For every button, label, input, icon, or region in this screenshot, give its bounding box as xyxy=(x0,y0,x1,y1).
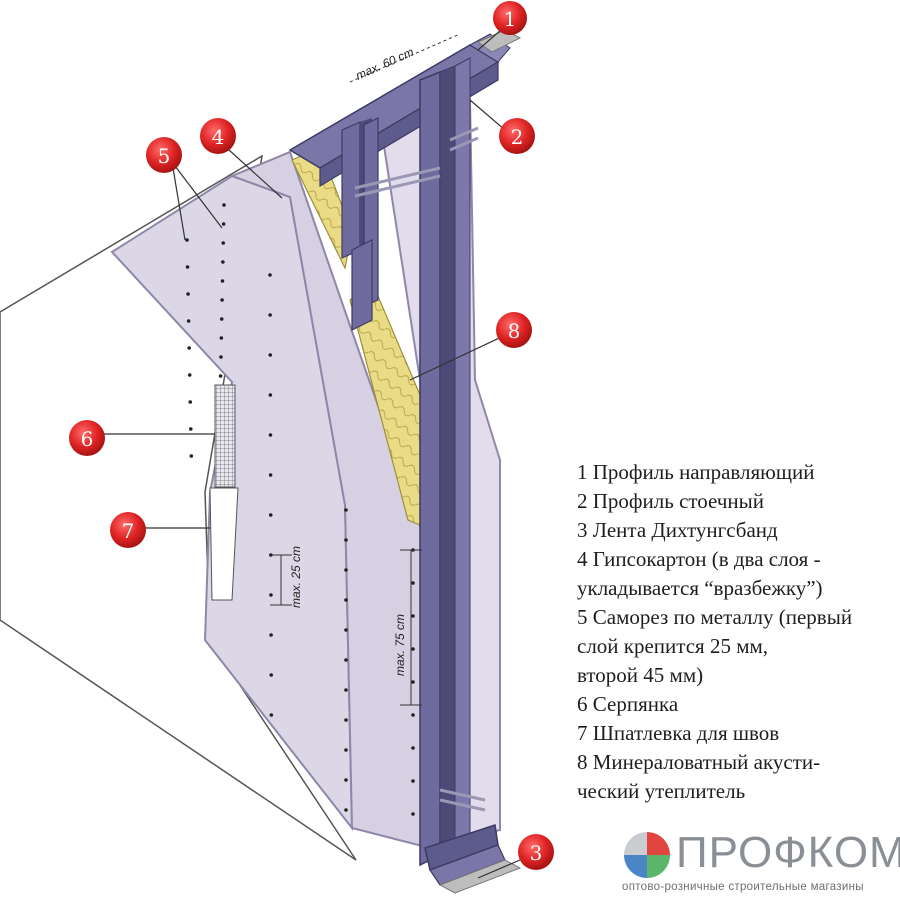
screw-dot xyxy=(344,778,348,782)
screw-dot xyxy=(187,346,191,350)
screw-dot xyxy=(185,265,190,269)
legend-item: 1 Профиль направляющий xyxy=(577,460,815,484)
svg-text:3: 3 xyxy=(530,841,543,865)
screw-dot xyxy=(219,317,224,321)
svg-text:8: 8 xyxy=(508,319,521,343)
screw-dot xyxy=(269,673,274,677)
marker-7: 7 xyxy=(110,512,146,548)
dimension-screw-label: max. 25 cm xyxy=(289,546,303,608)
screw-dot xyxy=(268,273,272,277)
screw-dot xyxy=(221,260,225,264)
legend-item: 6 Серпянка xyxy=(577,692,679,716)
cable-pipes xyxy=(354,126,486,812)
dimension-top-label: max. 60 cm xyxy=(354,45,416,83)
legend-item: 7 Шпатлевка для швов xyxy=(577,721,780,745)
screw-dot xyxy=(186,292,190,296)
screw-dot xyxy=(344,598,348,602)
screws xyxy=(185,203,415,816)
screw-dot xyxy=(186,319,191,323)
screw-dot xyxy=(344,538,348,542)
dimension-stud-label: max. 75 cm xyxy=(393,614,407,676)
screw-dot xyxy=(344,658,348,662)
mesh-tape xyxy=(214,384,236,488)
marker-1: 1 xyxy=(493,1,527,35)
legend-item: 3 Лента Дихтунгсбанд xyxy=(577,518,778,542)
legend-item: 4 Гипсокартон (в два слоя - xyxy=(577,547,821,571)
screw-dot xyxy=(219,355,223,359)
legend-item: 5 Саморез по металлу (первый xyxy=(577,605,853,629)
legend-item: слой крепится 25 мм, xyxy=(577,634,769,658)
marker-3: 3 xyxy=(518,834,554,870)
screw-dot xyxy=(411,746,415,750)
stud-profile-right xyxy=(419,57,471,867)
marker-2: 2 xyxy=(499,118,535,154)
screw-dot xyxy=(344,688,348,692)
screw-dot xyxy=(220,298,224,302)
legend: 1 Профиль направляющий 2 Профиль стоечны… xyxy=(577,458,895,806)
screw-dot xyxy=(220,279,225,283)
marker-6: 6 xyxy=(69,420,105,456)
brand-tagline: оптово-розничные строительные магазины xyxy=(622,881,864,893)
svg-text:1: 1 xyxy=(504,7,517,31)
svg-text:6: 6 xyxy=(81,427,94,451)
brand-logo-icon xyxy=(624,832,670,878)
screw-dot xyxy=(268,313,272,317)
screw-dot xyxy=(344,748,348,752)
screw-dot xyxy=(188,427,193,431)
screw-dot xyxy=(268,513,273,517)
screw-dot xyxy=(218,374,223,378)
joint-filler xyxy=(209,487,239,601)
screw-dot xyxy=(411,614,415,618)
screw-dot xyxy=(268,473,273,477)
screw-dot xyxy=(269,713,274,717)
screw-dot xyxy=(344,718,348,722)
guide-profile-bottom xyxy=(424,824,506,886)
legend-item: ческий утеплитель xyxy=(577,779,746,803)
screw-dot xyxy=(344,628,348,632)
screw-dot xyxy=(185,238,189,242)
screw-dot xyxy=(411,680,415,684)
dimension-marks xyxy=(270,33,461,706)
legend-item: 2 Профиль стоечный xyxy=(577,489,764,513)
screw-dot xyxy=(219,336,224,340)
svg-text:7: 7 xyxy=(122,519,135,543)
screw-dot xyxy=(187,373,192,377)
legend-item: 8 Минераловатный акусти- xyxy=(577,750,821,774)
screw-dot xyxy=(268,353,273,357)
screw-dot xyxy=(344,808,348,812)
screw-dot xyxy=(411,812,415,816)
screw-dot xyxy=(269,593,273,597)
marker-4: 4 xyxy=(200,118,236,154)
stud-profile-middle xyxy=(351,117,379,331)
screw-dot xyxy=(411,779,415,783)
marker-8: 8 xyxy=(496,312,532,348)
svg-text:2: 2 xyxy=(511,125,524,149)
screw-dot xyxy=(268,433,273,437)
screw-dot xyxy=(344,568,348,572)
screw-dot xyxy=(189,454,194,458)
legend-item: второй 45 мм) xyxy=(577,663,704,687)
screw-dot xyxy=(269,633,273,637)
screw-dot xyxy=(411,581,415,585)
screw-dot xyxy=(221,222,226,226)
brand: ПРОФКОМ оптово-розничные строительные ма… xyxy=(620,826,900,896)
screw-dot xyxy=(411,713,415,717)
svg-text:4: 4 xyxy=(212,125,225,149)
brand-name: ПРОФКОМ xyxy=(676,828,900,877)
screw-dot xyxy=(222,203,226,207)
screw-dot xyxy=(411,647,415,651)
screw-dot xyxy=(188,400,193,404)
screw-dot xyxy=(268,393,273,397)
marker-5: 5 xyxy=(146,137,182,173)
legend-item: укладывается “вразбежку”) xyxy=(577,576,823,600)
screw-dot xyxy=(221,241,226,245)
svg-text:5: 5 xyxy=(158,144,171,168)
screw-dot xyxy=(344,508,348,512)
